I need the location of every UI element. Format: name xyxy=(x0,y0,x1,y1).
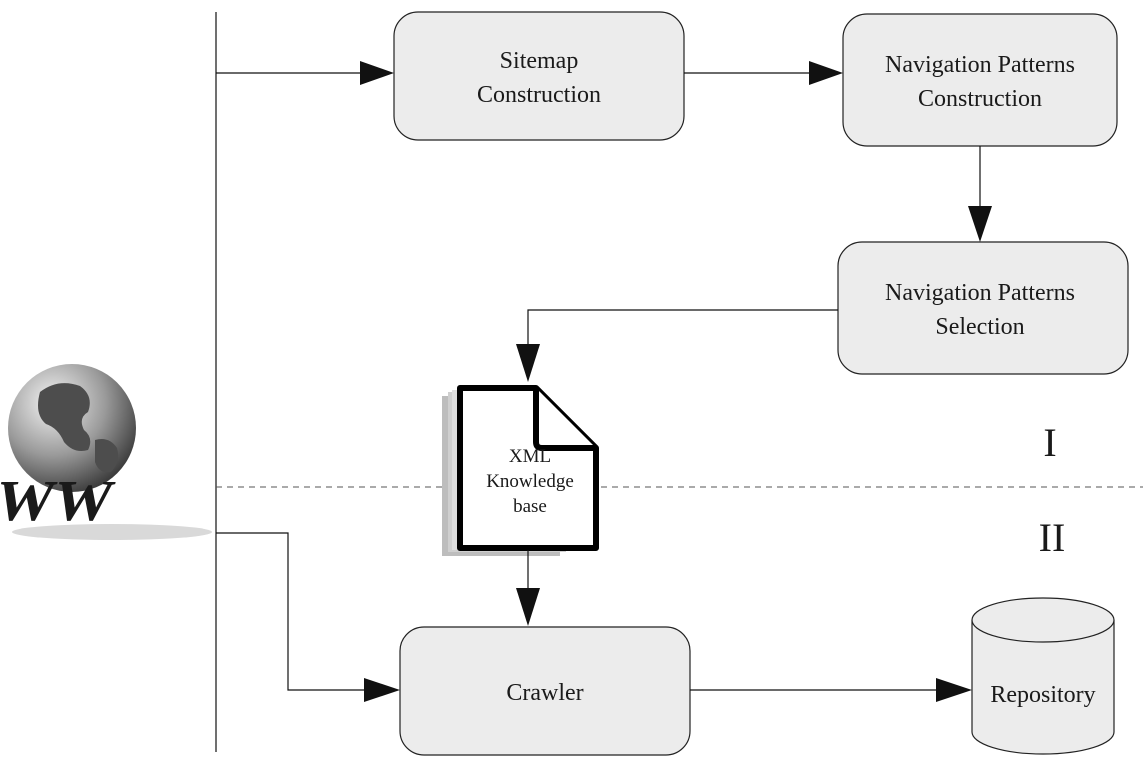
xml-knowledge-base-node: XML Knowledge base xyxy=(442,385,599,556)
sitemap-label-line-1: Sitemap xyxy=(500,48,579,74)
edge-crawler-to-repository xyxy=(690,678,972,702)
edge-sitemap-to-nav-construction xyxy=(684,61,843,85)
crawler-node xyxy=(399,626,691,756)
phase-2-label: II xyxy=(1039,515,1066,560)
knowledge-base-label-line-2: Knowledge xyxy=(486,471,574,492)
sitemap-label-line-2: Construction xyxy=(477,82,601,108)
knowledge-base-label-line-1: XML xyxy=(509,446,551,467)
nav-construction-label-line-2: Construction xyxy=(918,86,1042,112)
repository-node: Repository xyxy=(971,597,1115,755)
navigation-patterns-construction-node xyxy=(842,13,1118,147)
repository-label: Repository xyxy=(990,682,1095,708)
www-globe-icon: WWW xyxy=(0,364,212,540)
document-icon xyxy=(457,385,599,551)
edge-web-to-crawler xyxy=(216,532,400,702)
edge-nav-construction-to-selection xyxy=(968,146,992,242)
edge-selection-to-knowledge-base xyxy=(516,309,838,382)
www-text: WWW xyxy=(0,469,119,533)
navigation-patterns-selection-node xyxy=(837,241,1129,375)
nav-selection-label-line-2: Selection xyxy=(935,314,1024,340)
nav-construction-label-line-1: Navigation Patterns xyxy=(885,52,1075,78)
phase-1-label: I xyxy=(1043,420,1056,465)
nav-selection-label-line-1: Navigation Patterns xyxy=(885,280,1075,306)
sitemap-construction-node xyxy=(393,11,685,141)
edge-knowledge-base-to-crawler xyxy=(516,550,540,626)
knowledge-base-label-line-3: base xyxy=(513,496,547,517)
crawler-label: Crawler xyxy=(506,680,583,706)
edge-web-to-sitemap xyxy=(216,61,394,85)
